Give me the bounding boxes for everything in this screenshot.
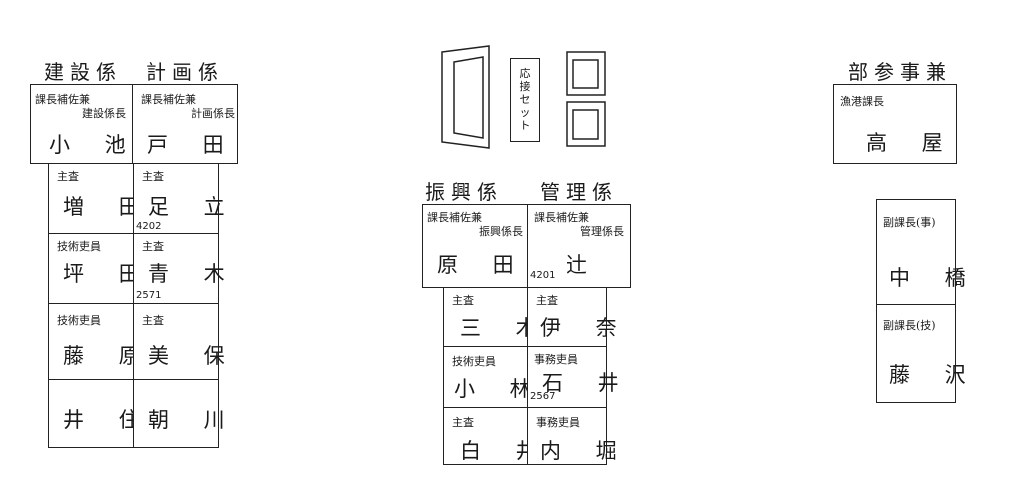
- desk-takaya: 漁港課長 高 屋: [833, 84, 957, 164]
- desk-title: 主査: [452, 294, 474, 307]
- section-header-shinko: 振興係: [425, 180, 503, 204]
- desk-koike: 課長補佐兼 建設係長 小 池: [30, 84, 133, 164]
- desk-name: 白 井: [460, 439, 551, 463]
- desk-name: 坪 田: [63, 262, 154, 286]
- extension-number: 4202: [136, 221, 162, 232]
- desk-title: 計画係長: [191, 107, 235, 120]
- desk-name: 三 木: [460, 316, 551, 340]
- chair-right-top-inner: [572, 59, 599, 89]
- desk-name: 小 林: [454, 377, 545, 401]
- desk-name: 内 堀: [540, 439, 631, 463]
- desk-title: 振興係長: [479, 225, 523, 238]
- desk-kobayashi: 技術吏員 小 林: [443, 346, 531, 408]
- desk-aoki: 主査 青 木 2571: [133, 233, 225, 304]
- desk-fujiwara: 技術吏員 藤 原: [48, 303, 140, 380]
- desk-title: 課長補佐兼: [35, 93, 90, 106]
- desk-name: 藤 沢: [889, 363, 980, 387]
- desk-izumi: 井 住: [48, 379, 140, 448]
- chair-right-bottom: [566, 101, 606, 147]
- desk-title: 副課長(技): [883, 319, 936, 332]
- desk-title: 主査: [142, 170, 164, 183]
- desk-title: 副課長(事): [883, 216, 936, 229]
- desk-name: 辻: [566, 253, 601, 277]
- desk-title: 主査: [142, 314, 164, 327]
- section-header-management: 部参事兼: [848, 60, 952, 84]
- desk-miki: 主査 三 木: [443, 287, 537, 347]
- desk-asakawa: 朝 川: [133, 379, 225, 448]
- reception-table: 応接セット: [510, 58, 540, 142]
- section-header-kensetsu: 建設係: [44, 60, 122, 84]
- desk-name: 伊 奈: [540, 316, 631, 340]
- desk-title: 管理係長: [580, 225, 624, 238]
- desk-title: 主査: [536, 294, 558, 307]
- desk-title: 漁港課長: [840, 95, 884, 108]
- desk-name: 中 橋: [889, 266, 980, 290]
- desk-name: 井 住: [63, 408, 154, 432]
- desk-tsubota: 技術吏員 坪 田: [48, 233, 140, 304]
- desk-adachi: 主査 足 立 4202: [133, 163, 225, 234]
- desk-name: 増 田: [63, 195, 154, 219]
- desk-title: 主査: [452, 416, 474, 429]
- section-header-kanri: 管理係: [540, 180, 618, 204]
- desk-name: 藤 原: [63, 344, 154, 368]
- desk-name: 高 屋: [866, 131, 957, 155]
- desk-title: 課長補佐兼: [141, 93, 196, 106]
- desk-title: 技術吏員: [57, 314, 101, 327]
- desk-name: 小 池: [49, 133, 140, 157]
- desk-name: 朝 川: [148, 408, 239, 432]
- desk-toda: 課長補佐兼 計画係長 戸 田: [132, 84, 238, 164]
- desk-name: 原 田: [437, 253, 528, 277]
- desk-name: 美 保: [148, 344, 239, 368]
- desk-uchibori: 事務吏員 内 堀: [527, 407, 617, 465]
- desk-title: 事務吏員: [536, 416, 580, 429]
- chair-right-top: [566, 51, 606, 96]
- desk-masuda: 主査 増 田: [48, 163, 140, 234]
- chair-right-bottom-inner: [572, 109, 599, 140]
- desk-title: 主査: [57, 170, 79, 183]
- desk-name: 戸 田: [147, 133, 238, 157]
- desk-fujisawa: 副課長(技) 藤 沢: [876, 304, 966, 403]
- desk-name: 足 立: [148, 195, 239, 219]
- sofa-left-inner: [453, 56, 484, 139]
- desk-title: 主査: [142, 240, 164, 253]
- desk-title: 事務吏員: [534, 353, 578, 366]
- desk-nakahashi: 副課長(事) 中 橋: [876, 199, 966, 305]
- desk-name: 青 木: [148, 262, 239, 286]
- sofa-left-outline: [441, 45, 490, 149]
- desk-tsuji: 課長補佐兼 管理係長 辻 4201: [527, 204, 631, 288]
- desk-title: 技術吏員: [57, 240, 101, 253]
- desk-ishii: 事務吏員 石 井 2567: [527, 346, 619, 408]
- extension-number: 4201: [530, 270, 556, 281]
- extension-number: 2571: [136, 290, 162, 301]
- desk-title: 課長補佐兼: [534, 211, 589, 224]
- reception-label: 応接セット: [519, 67, 531, 132]
- desk-title: 課長補佐兼: [427, 211, 482, 224]
- desk-title: 技術吏員: [452, 355, 496, 368]
- desk-ina: 主査 伊 奈: [527, 287, 617, 347]
- desk-title: 建設係長: [82, 107, 126, 120]
- desk-shirai: 主査 白 井: [443, 407, 537, 465]
- section-header-keikaku: 計画係: [146, 60, 224, 84]
- desk-name: 石 井: [542, 371, 633, 395]
- desk-harada: 課長補佐兼 振興係長 原 田: [422, 204, 528, 288]
- extension-number: 2567: [530, 391, 556, 402]
